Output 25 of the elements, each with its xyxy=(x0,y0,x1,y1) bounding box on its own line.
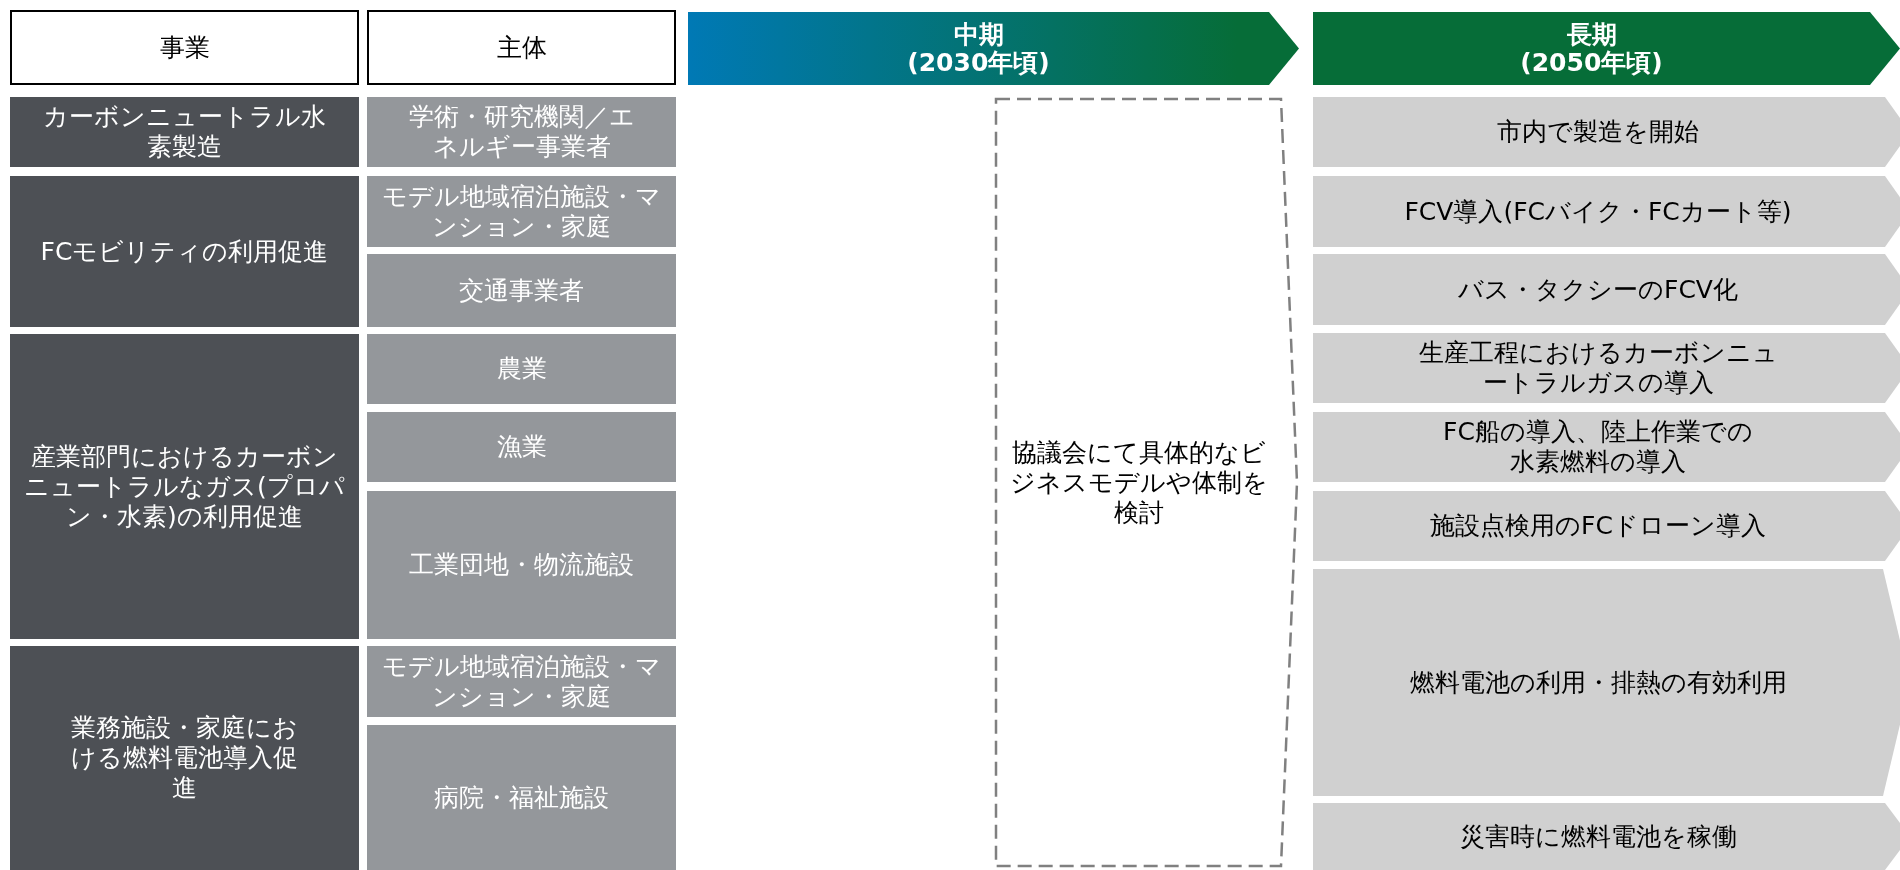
header-cell: 事業 xyxy=(10,10,359,85)
entity-cell: 工業団地・物流施設 xyxy=(367,491,676,639)
chevron-box: 施設点検用のFCドローン導入 xyxy=(1313,491,1900,561)
chevron-box: 燃料電池の利用・排熱の有効利用 xyxy=(1313,569,1900,796)
phase-banner: 中期 (2030年頃) xyxy=(688,12,1299,85)
entity-cell: 農業 xyxy=(367,334,676,404)
business-cell: 業務施設・家庭における燃料電池導入促進 xyxy=(10,646,359,870)
chevron-box: バス・タクシーのFCV化 xyxy=(1313,254,1900,325)
chevron-box: 災害時に燃料電池を稼働 xyxy=(1313,803,1900,870)
entity-cell: 病院・福祉施設 xyxy=(367,725,676,870)
entity-cell: 漁業 xyxy=(367,412,676,482)
chevron-box: FC船の導入、陸上作業での水素燃料の導入 xyxy=(1313,412,1900,482)
business-cell: カーボンニュートラル水素製造 xyxy=(10,97,359,167)
entity-cell: モデル地域宿泊施設・マンション・家庭 xyxy=(367,646,676,717)
phase-banner: 長期 (2050年頃) xyxy=(1313,12,1900,85)
chevron-box: FCV導入(FCバイク・FCカート等) xyxy=(1313,176,1900,247)
entity-cell: モデル地域宿泊施設・マンション・家庭 xyxy=(367,176,676,247)
entity-cell: 交通事業者 xyxy=(367,254,676,327)
business-cell: FCモビリティの利用促進 xyxy=(10,176,359,327)
header-cell: 主体 xyxy=(367,10,676,85)
entity-cell: 学術・研究機関／エネルギー事業者 xyxy=(367,97,676,167)
chevron-box: 生産工程におけるカーボンニュートラルガスの導入 xyxy=(1313,333,1900,403)
chevron-box: 市内で製造を開始 xyxy=(1313,97,1900,167)
note-panel: 協議会にて具体的なビジネスモデルや体制を検討 xyxy=(994,97,1299,868)
business-cell: 産業部門におけるカーボンニュートラルなガス(プロパン・水素)の利用促進 xyxy=(10,334,359,639)
